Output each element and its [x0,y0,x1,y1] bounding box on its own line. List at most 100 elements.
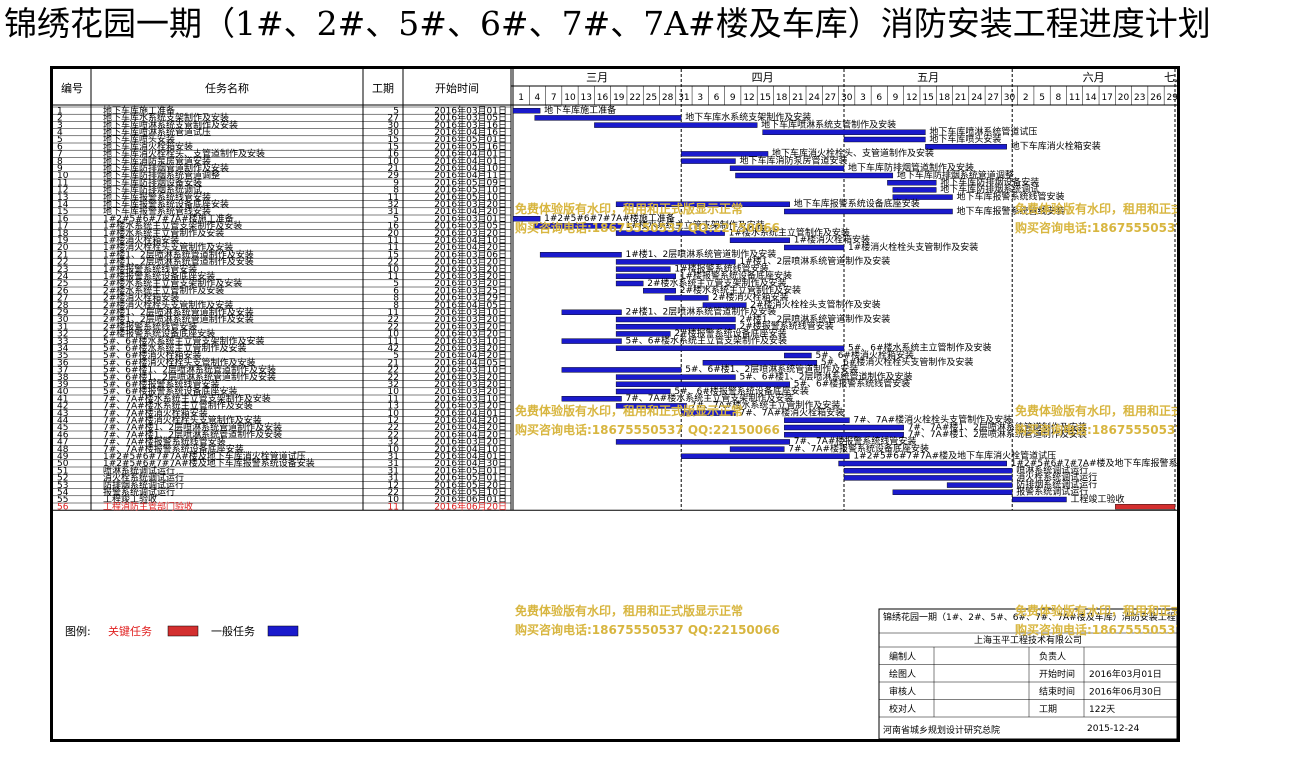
day-label: 21 [955,93,966,103]
day-label: 24 [971,93,983,103]
task-start: 2016年03月01日 [434,212,507,224]
task-duration: 5 [393,106,399,116]
watermark-line2: 购买咨询电话:18675550537 QQ:22150066 [515,622,780,637]
task-bar-label: 2#楼消火栓栓头支管制作及安装 [750,298,880,310]
task-no: 28 [57,301,69,311]
day-label: 29 [1167,93,1177,103]
task-duration: 5 [393,279,399,289]
task-start: 2016年03月20日 [434,436,507,448]
day-label: 19 [613,93,625,103]
task-start: 2016年03月20日 [434,227,507,239]
task-bar [887,179,937,186]
task-name: 5#、6#楼水系统主立管支架制作及安装 [103,335,265,347]
gantt-bars: 地下车库施工准备地下车库水系统支架制作及安装地下车库喷淋系统支管制作及安装地下车… [512,104,1177,510]
task-duration: 11 [388,394,399,404]
task-name: 2#楼水系统主立管制作及安装 [103,284,224,296]
task-start: 2016年04月01日 [434,407,507,419]
task-bar [594,122,758,128]
task-start: 2016年04月01日 [434,155,507,167]
task-bar-label: 1#2#5#6#7#7A#楼及地下车库报警系统设备安装 [1011,457,1177,469]
task-duration: 22 [388,430,399,440]
task-duration: 11 [388,337,399,347]
task-bar-label: 7#、7A#楼报警系统设备底座安装 [788,442,929,454]
task-duration: 30 [388,128,400,138]
task-duration: 29 [388,171,400,181]
day-label: 15 [760,93,771,103]
task-bar [702,360,818,366]
task-name: 1#楼消火栓栓头支管制作及安装 [103,241,233,253]
watermark-line2: 购买咨询电话:18675550537 QQ:22150066 [515,220,780,235]
month-label: 七月 [1164,71,1177,84]
task-name: 地下车库施工准备 [103,104,175,116]
task-start: 2016年03月20日 [434,198,507,210]
day-label: 5 [1039,93,1045,103]
task-name: 7#、7A#楼水系统主立管制作及安装 [103,400,253,412]
tb-label: 负责人 [1039,651,1066,663]
task-no: 10 [57,171,69,181]
task-no: 44 [57,416,69,426]
task-bar-label: 5#、6#楼消火栓栓头支管制作及安装 [821,356,974,368]
task-start: 2016年05月20日 [434,479,507,491]
task-bar [615,439,790,445]
task-no: 36 [57,358,69,368]
task-no: 41 [57,394,68,404]
task-no: 16 [57,214,69,224]
task-bar [512,215,541,222]
task-name: 1#楼1、2层喷淋系统管道制作及安装 [103,248,254,260]
day-label: 12 [743,93,754,103]
legend-normal-label: 一般任务 [211,625,255,638]
task-start: 2016年03月10日 [434,364,507,376]
task-no: 18 [57,229,69,239]
day-label: 18 [776,93,788,103]
task-start: 2016年05月01日 [434,464,507,476]
task-duration: 15 [388,250,399,260]
title-block-border [878,608,1177,739]
task-no: 17 [57,222,68,232]
day-label: 7 [551,93,557,103]
task-name: 1#楼1、2层喷淋系统管道制作及安装 [103,256,254,268]
task-no: 40 [57,387,69,397]
task-duration: 21 [388,358,399,368]
task-bar [561,367,682,373]
task-bar [925,143,1007,150]
task-bar [615,316,736,323]
task-bar [534,223,622,229]
task-start: 2016年03月20日 [434,256,507,268]
day-label: 18 [939,93,951,103]
task-bar-label: 7#、7A#楼水系统主立管支架制作及安装 [626,392,794,404]
task-name: 7#、7A#楼1、2层喷淋系统管道制作及安装 [103,428,282,440]
task-bar-label: 工程竣工验收 [1070,493,1124,505]
tb-value: 2016年03月01日 [1089,668,1162,680]
watermark-line1: 免费体验版有水印，租用和正式版显示正常 [515,603,743,618]
task-bar-label: 2#楼报警系统线管安装 [739,320,833,332]
task-start: 2016年04月20日 [434,205,507,217]
task-no: 34 [57,344,69,354]
day-label: 27 [987,93,998,103]
task-bar-label: 地下车库喷淋系统管道试压 [929,126,1037,138]
task-bar [615,331,671,337]
day-label: 6 [876,93,882,103]
task-bar [762,129,926,135]
task-no: 47 [57,438,68,448]
task-start: 2016年03月20日 [434,342,507,354]
task-bar [681,453,850,459]
task-bar [615,201,790,208]
task-no: 4 [57,128,63,138]
tb-label: 工期 [1039,704,1057,715]
task-start: 2016年03月16日 [434,119,507,131]
task-duration: 22 [388,423,399,433]
task-name: 工程竣工验收 [103,493,157,505]
day-label: 3 [697,93,703,103]
tb-value: 2016年06月30日 [1089,686,1162,698]
task-no: 48 [57,445,69,455]
task-no: 46 [57,430,69,440]
day-label: 30 [841,93,853,103]
day-label: 3 [860,93,866,103]
task-name: 2#楼报警系统设备底座安装 [103,328,215,340]
task-duration: 15 [388,135,399,145]
task-name: 1#楼水系统主立管支架制作及安装 [103,220,242,232]
task-bar-label: 地下车库施工准备 [544,104,616,116]
task-bar [643,287,676,294]
task-bar [512,108,541,114]
